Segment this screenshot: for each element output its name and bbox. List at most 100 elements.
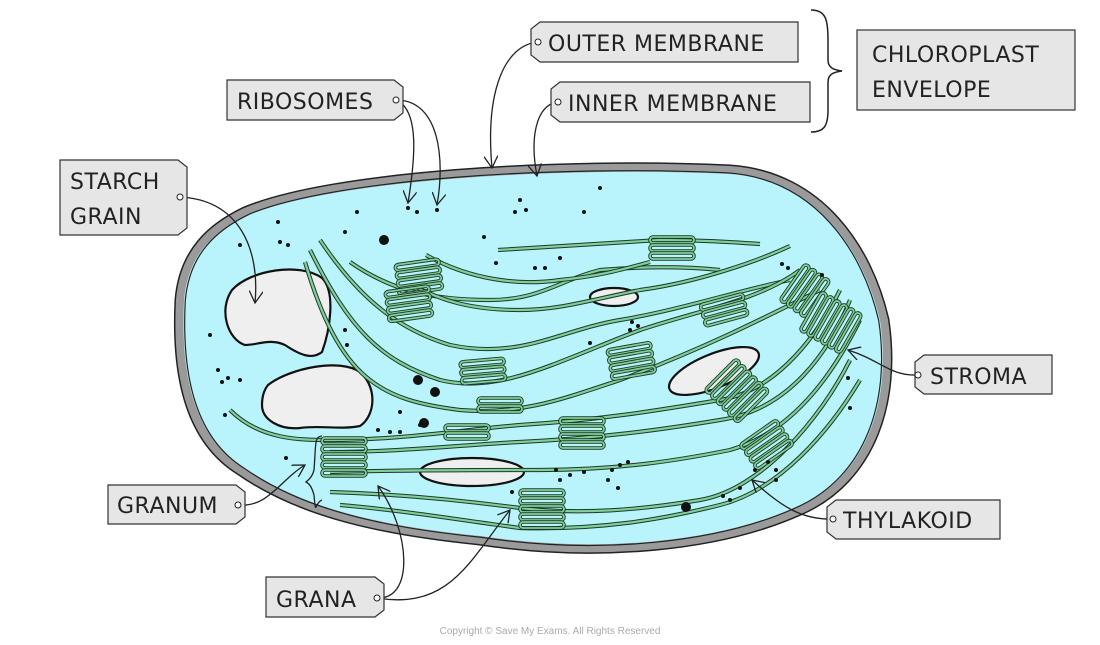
ribosome-dot	[558, 478, 562, 482]
thylakoid-membrane	[303, 261, 821, 413]
thylakoid-disc	[705, 359, 741, 394]
ribosome-dot	[379, 235, 389, 245]
thylakoid-disc	[820, 304, 848, 345]
thylakoid-disc	[740, 420, 780, 450]
thylakoid-membrane	[425, 254, 651, 284]
thylakoid-disc	[800, 292, 827, 333]
ribosome-dot	[588, 341, 592, 345]
thylakoid-disc	[701, 301, 747, 319]
granum	[320, 436, 368, 478]
granum	[799, 291, 863, 354]
thylakoid-disc	[396, 274, 443, 288]
ribosome-dot	[343, 328, 347, 332]
thylakoid-disc	[395, 266, 442, 280]
thylakoid-disc	[460, 365, 506, 377]
thylakoid-disc	[386, 301, 433, 315]
thylakoid-disc	[609, 357, 655, 373]
label-outer-membrane: OUTER MEMBRANE	[530, 21, 799, 63]
thylakoid-disc	[559, 425, 605, 433]
thylakoid-disc	[394, 258, 440, 272]
thylakoid-disc	[444, 432, 490, 440]
thylakoid-disc	[519, 521, 565, 529]
thylakoid-membrane	[411, 245, 791, 312]
granum	[383, 284, 435, 324]
thylakoid-disc	[321, 453, 367, 461]
thylakoid-disc	[807, 296, 834, 337]
label-chloroplast-envelope: CHLOROPLAST ENVELOPE	[856, 29, 1076, 111]
thylakoid-disc	[722, 376, 757, 411]
thylakoid-disc	[559, 417, 605, 425]
ribosome-dot	[846, 376, 850, 380]
ribosome-dot	[636, 324, 640, 328]
label-grana: GRANA	[265, 576, 385, 618]
ribosome-dot	[513, 210, 517, 214]
chloroplast-envelope-label-1: CHLOROPLAST	[872, 43, 1039, 68]
ribosome-dot	[430, 387, 440, 397]
ribosome-dot	[786, 266, 790, 270]
ribosome-dot	[554, 468, 558, 472]
thylakoid-disc	[606, 341, 652, 357]
thylakoid-disc	[699, 293, 745, 312]
starch-grain-label-2: GRAIN	[70, 205, 142, 230]
ribosome-dot	[774, 468, 778, 472]
label-granum: GRANUM	[107, 484, 246, 525]
ribosome-dot	[753, 468, 757, 472]
ribosome-dot	[208, 333, 212, 337]
ribosome-dot	[681, 502, 691, 512]
ribosome-dot	[413, 375, 423, 385]
thylakoid-membrane	[319, 239, 791, 351]
granum-bracket	[304, 435, 323, 508]
ribosome-dot	[606, 478, 610, 482]
ribosome-dot	[494, 261, 498, 265]
granum	[739, 419, 794, 471]
ribosome-dot	[543, 266, 547, 270]
stroma-arrow	[848, 350, 918, 376]
thylakoid-disc	[384, 285, 430, 299]
copyright-notice: Copyright © Save My Exams. All Rights Re…	[439, 626, 661, 637]
starch-arrow	[179, 196, 256, 303]
granum	[558, 416, 606, 450]
ribosome-dot	[616, 486, 620, 490]
thylakoid-disc	[834, 312, 862, 353]
ribosome-dot	[558, 256, 562, 260]
thylakoid-membrane	[497, 238, 761, 252]
thylakoid-disc	[519, 505, 565, 513]
grana-stacks	[320, 235, 863, 530]
ribosome-dot	[626, 460, 630, 464]
label-thylakoid: THYLAKOID	[826, 499, 1001, 540]
stroma-label: STROMA	[930, 365, 1027, 390]
thylakoid-disc	[649, 244, 695, 252]
ribosome-dot	[388, 430, 392, 434]
thylakoid-disc	[519, 513, 565, 521]
thylakoid-disc	[710, 364, 746, 400]
ribosome-dot	[398, 410, 402, 414]
ribosome-dot	[780, 262, 784, 266]
envelope-bracket	[810, 9, 843, 133]
thylakoid-membrane	[329, 319, 861, 474]
ribosome-dot	[618, 463, 622, 467]
ribosome-dot	[582, 470, 586, 474]
thylakoid-disc	[459, 357, 506, 369]
ribosome-dot	[482, 235, 486, 239]
label-inner-membrane: INNER MEMBRANE	[550, 81, 811, 123]
thylakoid-disc	[649, 252, 695, 260]
chloroplast-envelope-label-2: ENVELOPE	[872, 78, 991, 103]
thylakoid-disc	[387, 309, 434, 323]
ribosome-dot	[728, 498, 732, 502]
thylakoid-disc	[321, 461, 367, 469]
thylakoid-disc	[780, 264, 810, 304]
thylakoid-disc	[716, 370, 752, 406]
ribosome-dot	[518, 198, 522, 202]
grana-arrow	[376, 510, 510, 601]
ribosome-dot	[533, 266, 537, 270]
thylakoid-disc	[610, 365, 656, 380]
thylakoid-arrow	[752, 480, 834, 520]
granum-arrow	[237, 465, 305, 506]
granum	[518, 488, 566, 530]
starch-grain	[224, 268, 332, 358]
thylakoid-disc	[827, 308, 855, 349]
starch-grain-label-1: STARCH	[70, 170, 160, 195]
thylakoid-disc	[321, 437, 367, 445]
